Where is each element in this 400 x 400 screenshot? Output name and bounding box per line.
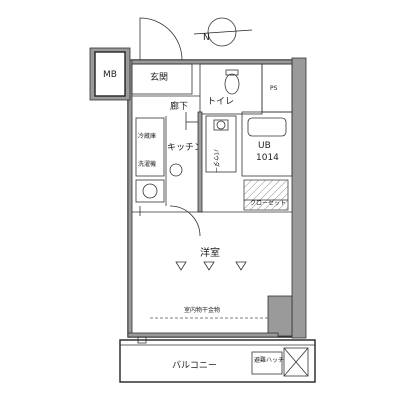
emergency-hatch	[251, 351, 283, 375]
balcony-door	[137, 336, 147, 344]
emergency-label: 避難ハッチ	[254, 356, 284, 364]
fridge-label: 冷蔵庫	[138, 132, 156, 140]
powder-label: パウダー	[212, 149, 220, 173]
appliance-area: 冷蔵庫 洗濯機	[135, 117, 165, 203]
main-room-label: 洋室	[200, 246, 220, 259]
storage-mb: MB	[89, 47, 131, 101]
kitchen-partition	[197, 111, 203, 213]
ceiling-light-icon	[175, 261, 247, 271]
balcony-label: バルコニー	[172, 360, 217, 371]
compass-icon: N	[193, 17, 253, 47]
kitchen-label: キッチン	[167, 142, 203, 153]
room-door	[169, 205, 201, 237]
entrance-label: 玄関	[150, 71, 168, 83]
bath-size: 1014	[256, 153, 279, 163]
closet: クローゼット	[243, 179, 289, 211]
compass-label: N	[203, 33, 210, 43]
toilet-label: トイレ	[207, 97, 234, 107]
storage-mb-label: MB	[103, 70, 117, 80]
top-wall	[127, 59, 293, 65]
kitchen-area: キッチン	[165, 112, 203, 206]
ps-label: PS	[270, 85, 278, 92]
hanger-label: 室内物干金物	[184, 306, 220, 314]
corridor-label: 廊下	[170, 100, 188, 112]
bath-name: UB	[258, 141, 271, 151]
balcony: バルコニー 避難ハッチ	[119, 339, 316, 383]
powder-room: パウダー	[205, 115, 237, 173]
closet-label: クローゼット	[250, 199, 286, 207]
bath-unit: UB 1014	[241, 111, 293, 177]
left-wall	[127, 59, 133, 338]
bottom-wall	[127, 332, 279, 338]
right-wall-column	[291, 57, 307, 339]
washer-label: 洗濯機	[138, 160, 156, 168]
entrance-door	[139, 17, 183, 61]
entrance-area	[131, 63, 193, 95]
right-wall-lower	[267, 295, 293, 337]
